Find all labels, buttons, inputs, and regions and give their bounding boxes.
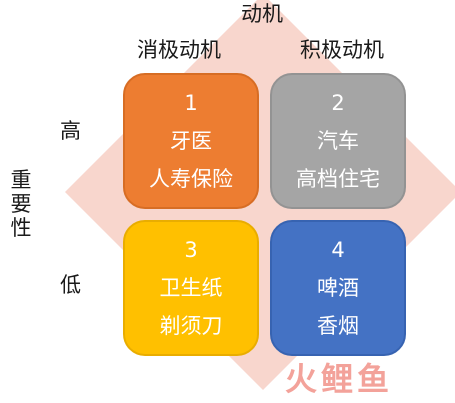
watermark-logo: 火 鲤 鱼 <box>285 355 391 399</box>
quadrant-item: 啤酒 <box>317 276 359 300</box>
column-label-positive: 积极动机 <box>300 38 384 62</box>
quadrant-2: 2 汽车 高档住宅 <box>270 73 406 209</box>
quadrant-item: 高档住宅 <box>296 167 380 191</box>
column-label-negative: 消极动机 <box>137 38 221 62</box>
quadrant-3: 3 卫生纸 剃须刀 <box>123 220 259 356</box>
quadrant-item: 卫生纸 <box>159 276 223 300</box>
quadrant-number: 2 <box>331 91 345 115</box>
quadrant-number: 3 <box>184 238 198 262</box>
quadrant-4: 4 啤酒 香烟 <box>270 220 406 356</box>
watermark-char: 鲤 <box>321 360 356 398</box>
axis-title-importance: 重要性 <box>10 168 32 240</box>
watermark-char: 火 <box>285 360 320 398</box>
watermark-char: 鱼 <box>357 360 392 398</box>
quadrant-item: 人寿保险 <box>149 167 233 191</box>
row-label-high: 高 <box>60 119 81 143</box>
quadrant-item: 牙医 <box>170 129 212 153</box>
quadrant-1: 1 牙医 人寿保险 <box>123 73 259 209</box>
quadrant-item: 汽车 <box>317 129 359 153</box>
row-label-low: 低 <box>60 273 81 297</box>
quadrant-number: 1 <box>184 91 198 115</box>
quadrant-item: 香烟 <box>317 314 359 338</box>
quadrant-number: 4 <box>331 238 345 262</box>
quadrant-item: 剃须刀 <box>159 314 223 338</box>
axis-title-motivation: 动机 <box>241 2 283 26</box>
